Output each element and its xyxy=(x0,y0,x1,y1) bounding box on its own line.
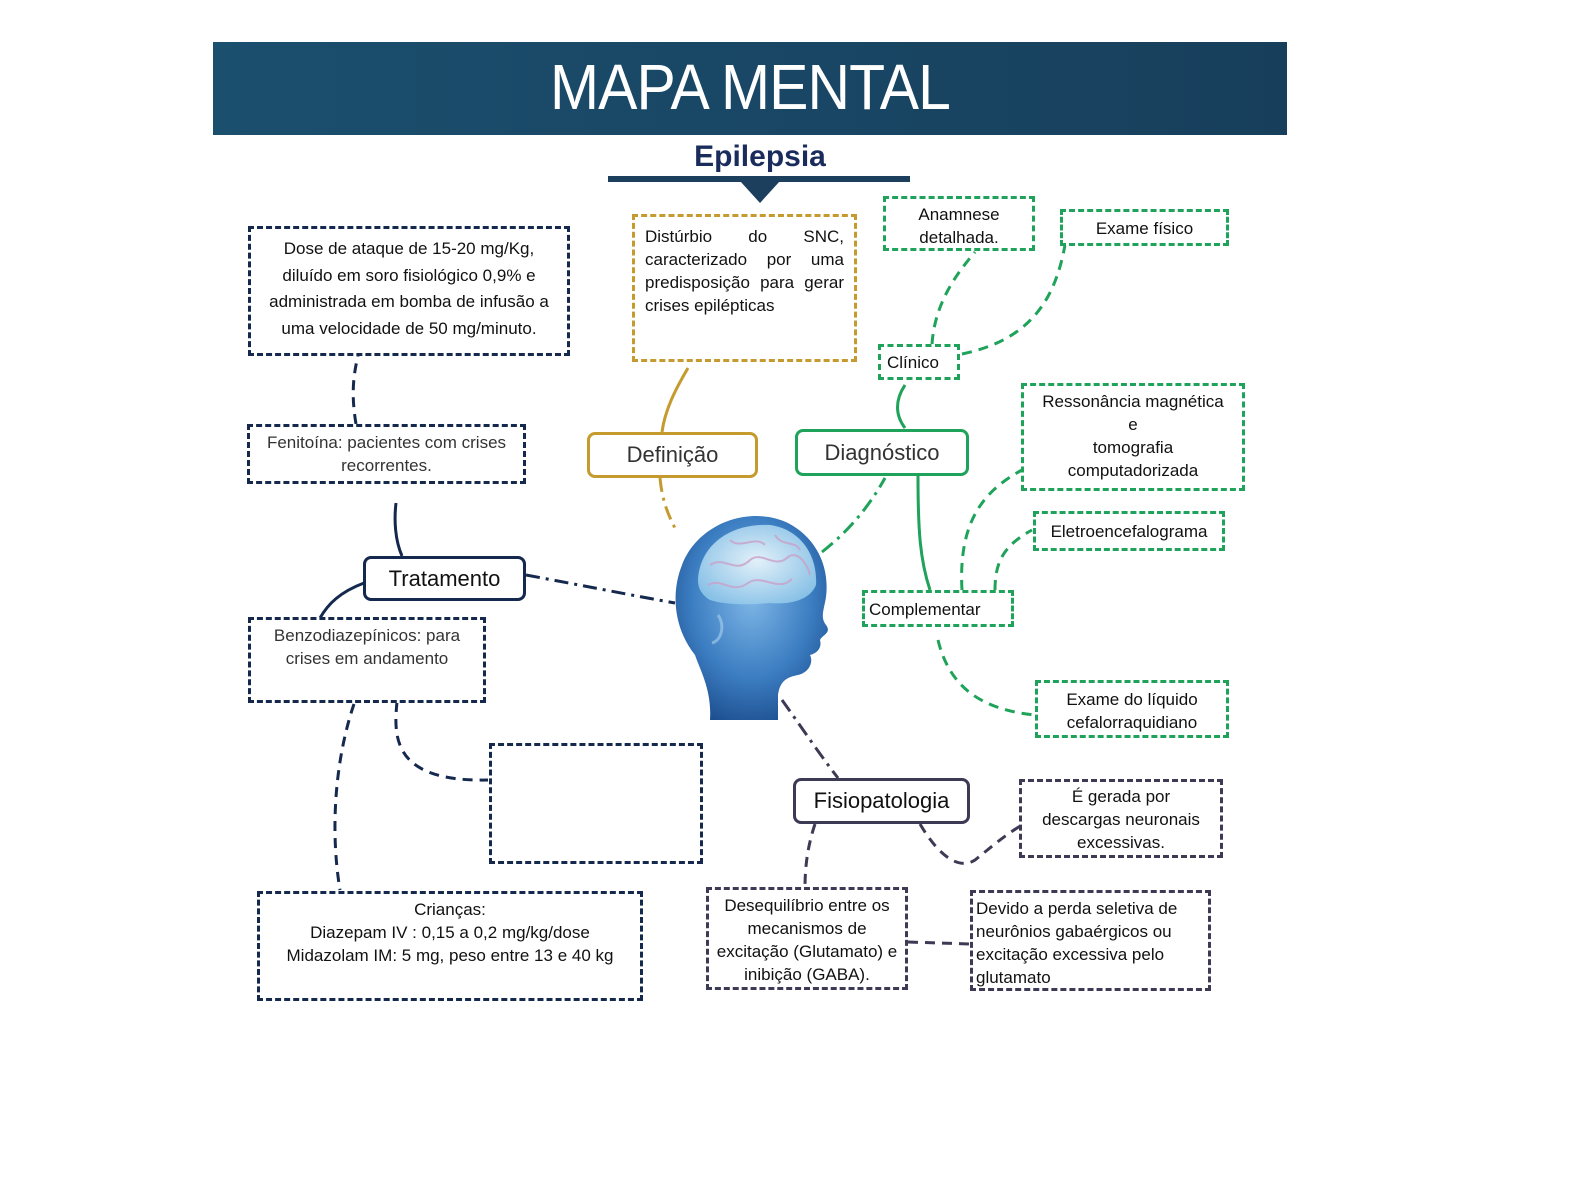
connector-patho-imbalance xyxy=(803,823,817,889)
complementary-item-imaging-text: Ressonância magnética e tomografia compu… xyxy=(1042,392,1224,480)
children-dose-text: Crianças: Diazepam IV : 0,15 a 0,2 mg/kg… xyxy=(286,900,614,965)
clinical-item-exam-text: Exame físico xyxy=(1095,219,1194,238)
human-head-brain-icon xyxy=(675,516,828,720)
clinical-node: Clínico xyxy=(878,344,960,380)
patho-item-cause-text: Devido a perda seletiva de neurônios gab… xyxy=(976,899,1178,987)
fenitoina-dose-text: Dose de ataque de 15-20 mg/Kg, diluído e… xyxy=(269,239,549,338)
connector-benzo-adults xyxy=(394,701,489,782)
patho-item-imbalance-text: Desequilíbrio entre os mecanismos de exc… xyxy=(716,896,898,984)
complementary-label: Complementar xyxy=(869,600,981,619)
benzodiazepine-note: Benzodiazepínicos: para crises em andame… xyxy=(248,617,486,703)
node-definition-label: Definição xyxy=(626,442,719,467)
fenitoina-note: Fenitoína: pacientes com crises recorren… xyxy=(247,424,526,484)
connector-treatment-fenitoina xyxy=(393,502,404,557)
patho-item-imbalance: Desequilíbrio entre os mecanismos de exc… xyxy=(706,887,908,990)
topic-underline xyxy=(608,176,910,182)
fenitoina-text: Fenitoína: pacientes com crises recorren… xyxy=(266,433,507,475)
node-pathophysiology[interactable]: Fisiopatologia xyxy=(793,778,970,824)
complementary-node: Complementar xyxy=(862,590,1014,627)
connector-definition-note xyxy=(660,367,690,433)
fenitoina-dose-note: Dose de ataque de 15-20 mg/Kg, diluído e… xyxy=(248,226,570,356)
children-dose-note: Crianças: Diazepam IV : 0,15 a 0,2 mg/kg… xyxy=(257,891,643,1001)
connector-head-treatment xyxy=(525,573,676,605)
complementary-item-eeg-text: Eletroencefalograma xyxy=(1050,522,1208,541)
clinical-item-exam: Exame físico xyxy=(1060,209,1229,246)
connector-diagnosis-complementary xyxy=(916,475,932,591)
definition-note-text: Distúrbio do SNC, caracterizado por uma … xyxy=(645,227,844,315)
complementary-item-eeg: Eletroencefalograma xyxy=(1033,511,1225,551)
connector-patho-discharges xyxy=(918,823,1023,865)
connector-complementary-eeg xyxy=(993,528,1033,591)
connector-imbalance-cause xyxy=(907,940,971,946)
benzodiazepine-text: Benzodiazepínicos: para crises em andame… xyxy=(273,626,461,668)
complementary-item-csf-text: Exame do líquido cefalorraquidiano xyxy=(1066,690,1198,732)
patho-item-discharges: É gerada por descargas neuronais excessi… xyxy=(1019,779,1223,858)
node-diagnosis-label: Diagnóstico xyxy=(824,439,940,465)
patho-item-discharges-text: É gerada por descargas neuronais excessi… xyxy=(1042,787,1200,852)
connector-treatment-benzo xyxy=(318,581,365,619)
header-banner: MAPA MENTAL xyxy=(213,42,1287,135)
page-title: MAPA MENTAL xyxy=(550,51,951,123)
definition-note: Distúrbio do SNC, caracterizado por uma … xyxy=(632,214,857,362)
connector-benzo-children xyxy=(333,703,356,891)
complementary-item-imaging: Ressonância magnética e tomografia compu… xyxy=(1021,383,1245,491)
connector-clinical-anamnese xyxy=(930,251,977,345)
connector-head-definition xyxy=(658,477,678,531)
connector-diagnosis-clinical xyxy=(896,384,907,429)
node-treatment[interactable]: Tratamento xyxy=(363,556,526,601)
connector-fenitoina-dose xyxy=(351,355,360,425)
node-pathophysiology-label: Fisiopatologia xyxy=(813,788,950,813)
adults-dose-note xyxy=(489,743,703,864)
clinical-item-anamnese-text: Anamnese detalhada. xyxy=(918,205,1000,247)
connector-complementary-csf xyxy=(936,639,1036,717)
clinical-label: Clínico xyxy=(887,353,939,372)
connector-clinical-exam xyxy=(961,244,1067,356)
connector-head-pathophysiology xyxy=(780,699,840,779)
connector-complementary-imaging xyxy=(960,468,1023,591)
node-definition[interactable]: Definição xyxy=(587,432,758,478)
patho-item-cause: Devido a perda seletiva de neurônios gab… xyxy=(970,890,1211,991)
node-diagnosis[interactable]: Diagnóstico xyxy=(795,429,969,476)
node-treatment-label: Tratamento xyxy=(388,565,501,591)
topic-title: Epilepsia xyxy=(694,140,826,173)
complementary-item-csf: Exame do líquido cefalorraquidiano xyxy=(1035,680,1229,738)
clinical-item-anamnese: Anamnese detalhada. xyxy=(883,196,1035,251)
connector-head-diagnosis xyxy=(821,477,887,554)
topic-arrow-down-icon xyxy=(740,181,780,203)
